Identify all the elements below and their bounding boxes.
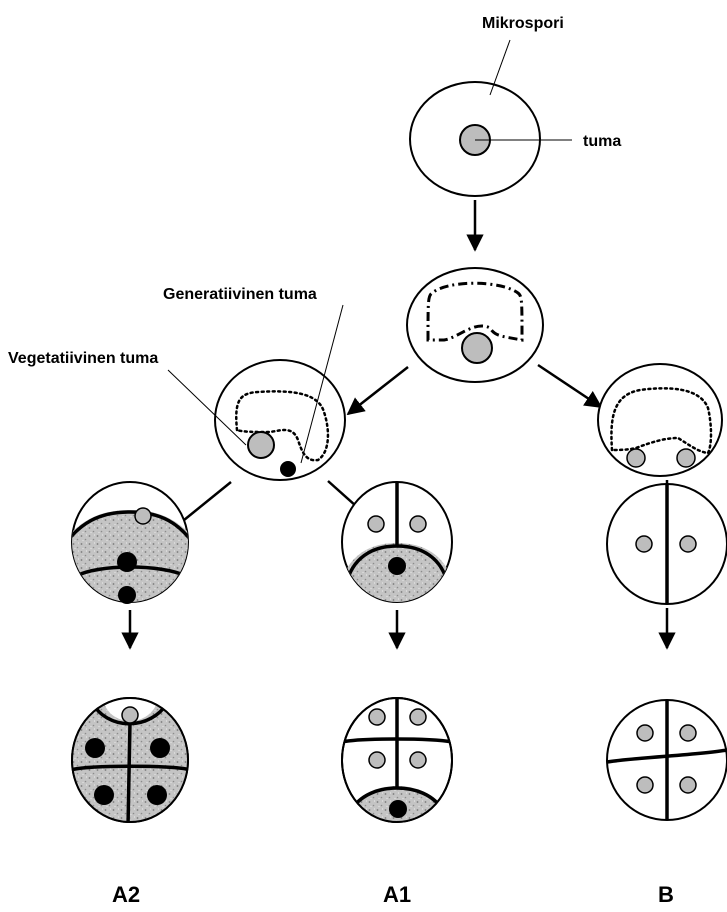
generative-nucleus-label: Generatiivinen tuma xyxy=(163,286,317,303)
a2-generative-nucleus-1 xyxy=(117,552,137,572)
a2-final-nucleus-1 xyxy=(85,738,105,758)
a2-vegetative-nucleus xyxy=(135,508,151,524)
a1-final-generative-nucleus xyxy=(389,800,407,818)
b-two-cell-nucleus-right xyxy=(680,536,696,552)
dividing-microspore-cell xyxy=(407,268,543,382)
vegetative-nucleus xyxy=(248,432,274,458)
generative-nucleus xyxy=(280,461,296,477)
b-intermediate-cell xyxy=(607,484,727,604)
vegetative-nucleus-label: Vegetatiivinen tuma xyxy=(8,350,158,367)
b-nucleus-right xyxy=(677,449,695,467)
a1-nucleus-left xyxy=(368,516,384,532)
pathway-a2-label: A2 xyxy=(112,882,140,907)
arrow-to-b-branch xyxy=(538,365,601,407)
a2-final-nucleus-3 xyxy=(94,785,114,805)
a2-final-vegetative-nucleus xyxy=(122,707,138,723)
equal-division-cell-b xyxy=(598,364,722,476)
b-final-nucleus-tr xyxy=(680,725,696,741)
a1-nucleus-right xyxy=(410,516,426,532)
dividing-cell-nucleus xyxy=(462,333,492,363)
a1-final-pollen xyxy=(342,698,452,830)
a1-intermediate-cell xyxy=(342,482,452,610)
a2-generative-nucleus-2 xyxy=(118,586,136,604)
a2-final-nucleus-4 xyxy=(147,785,167,805)
a1-generative-nucleus xyxy=(388,557,406,575)
a2-intermediate-cell xyxy=(60,482,200,630)
a1-final-nucleus-br xyxy=(410,752,426,768)
b-two-cell-nucleus-left xyxy=(636,536,652,552)
b-final-nucleus-bl xyxy=(637,777,653,793)
b-nucleus-left xyxy=(627,449,645,467)
a2-final-nucleus-2 xyxy=(150,738,170,758)
pathway-b-label: B xyxy=(658,882,674,907)
nucleus-label: tuma xyxy=(583,133,621,150)
arrow-to-a-branch xyxy=(348,367,408,414)
microspore-label: Mikrospori xyxy=(482,15,564,32)
b-final-nucleus-br xyxy=(680,777,696,793)
bicellular-pollen-a xyxy=(215,360,345,480)
a1-final-nucleus-tr xyxy=(410,709,426,725)
b-final-pollen xyxy=(607,700,727,820)
a1-final-nucleus-bl xyxy=(369,752,385,768)
microspore-cell xyxy=(410,82,540,196)
pathway-a1-label: A1 xyxy=(383,882,411,907)
b-final-nucleus-tl xyxy=(637,725,653,741)
a2-final-pollen xyxy=(70,696,192,826)
a1-final-nucleus-tl xyxy=(369,709,385,725)
